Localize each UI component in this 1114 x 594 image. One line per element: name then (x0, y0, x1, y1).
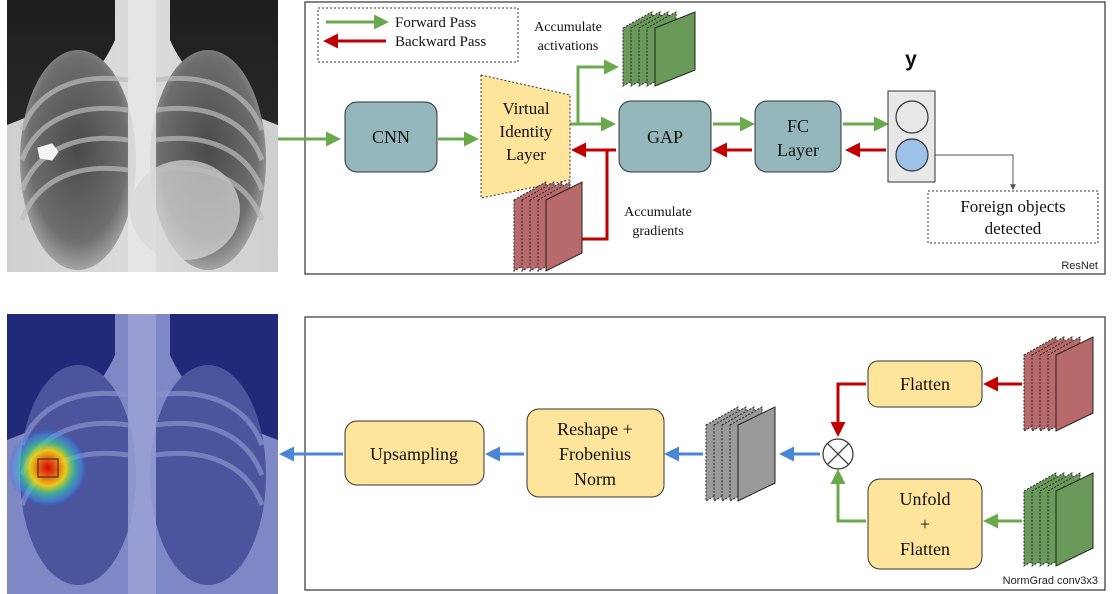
top-xray-image (7, 0, 278, 272)
cnn-box: CNN (344, 101, 438, 173)
identity-line-2: Identity (500, 122, 553, 141)
normgrad-label: NormGrad conv3x3 (1003, 575, 1098, 587)
bottom-heatmap-image (7, 314, 278, 594)
arrow-output-to-detection (928, 154, 1016, 191)
activation-maps-bottom (1023, 472, 1094, 567)
outer-product-node (822, 438, 854, 470)
output-neuron-positive (895, 138, 929, 172)
fc-line-2: Layer (777, 140, 819, 160)
resnet-label: ResNet (1061, 260, 1098, 272)
output-neuron-negative (895, 100, 929, 134)
legend-forward-label: Forward Pass (395, 15, 476, 31)
unfold-line-2: + (920, 514, 930, 534)
unfold-line-3: Flatten (900, 539, 950, 559)
foreign-line-1: Foreign objects (960, 197, 1065, 216)
gradient-maps-bottom (1023, 336, 1094, 432)
legend-backward-label: Backward Pass (395, 34, 486, 50)
flatten-label: Flatten (900, 374, 950, 394)
upsampling-label: Upsampling (370, 444, 458, 464)
accumulate-activations-line-1: Accumulate (534, 20, 602, 35)
foreign-objects-box: Foreign objects detected (927, 190, 1099, 244)
output-y-label: y (905, 48, 917, 71)
legend: Forward Pass Backward Pass (317, 7, 519, 63)
activation-maps-top (622, 11, 696, 87)
arrow-flatten-to-product (830, 382, 866, 437)
identity-line-3: Layer (506, 145, 546, 164)
accumulate-gradients-line-1: Accumulate (624, 205, 692, 220)
foreign-line-2: detected (985, 219, 1042, 238)
normgrad-maps (705, 406, 776, 502)
arrow-to-activations (576, 59, 619, 124)
accumulate-activations-line-2: activations (538, 39, 599, 54)
virtual-identity-layer: Virtual Identity Layer (480, 74, 571, 199)
output-vector: y (887, 48, 936, 183)
reshape-frobenius-box: Reshape + Frobenius Norm (526, 408, 665, 498)
gradient-maps-top (513, 181, 583, 272)
reshape-line-3: Norm (574, 469, 616, 489)
cnn-label: CNN (372, 127, 410, 147)
upsampling-box: Upsampling (344, 420, 485, 486)
reshape-line-2: Frobenius (559, 444, 631, 464)
fc-line-1: FC (787, 116, 809, 136)
identity-line-1: Virtual (502, 99, 549, 118)
fc-layer-box: FC Layer (754, 100, 842, 173)
arrow-unfold-to-product (830, 469, 866, 523)
reshape-line-1: Reshape + (557, 419, 633, 439)
accumulate-gradients-line-2: gradients (632, 224, 683, 239)
gap-box: GAP (618, 100, 712, 173)
unfold-line-1: Unfold (900, 489, 951, 509)
unfold-flatten-box: Unfold + Flatten (867, 478, 983, 570)
flatten-box: Flatten (867, 360, 983, 408)
gap-label: GAP (647, 127, 683, 147)
